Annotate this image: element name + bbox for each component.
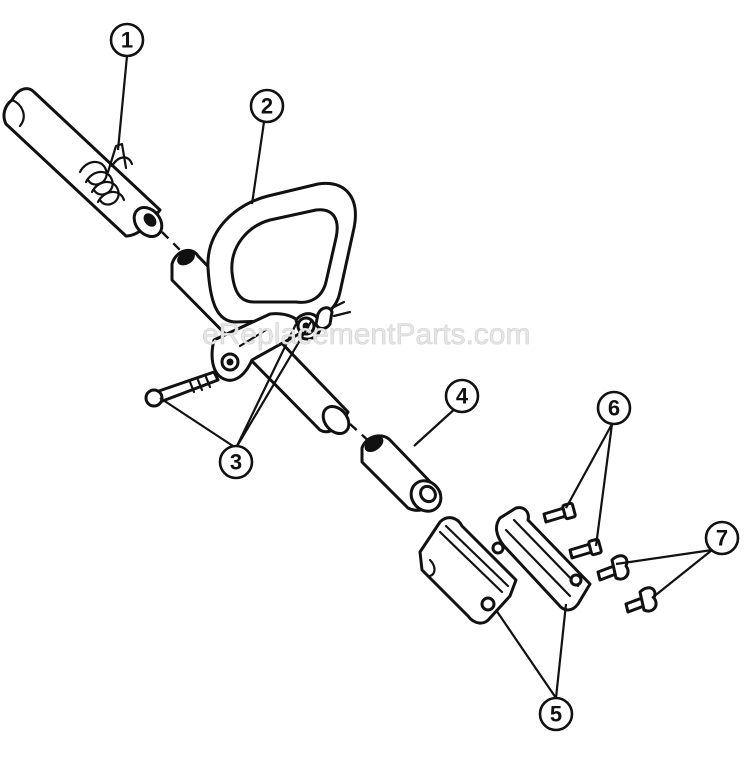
callout-3-label: 3 xyxy=(230,450,242,475)
assembly-line-upper xyxy=(161,231,183,253)
leader-lines xyxy=(116,55,713,699)
callout-7: 7 xyxy=(704,520,740,556)
wing-nuts-part-7 xyxy=(596,554,658,614)
callout-7-label: 7 xyxy=(716,526,728,551)
callout-5: 5 xyxy=(538,696,574,732)
callout-4: 4 xyxy=(444,378,480,414)
callout-5-label: 5 xyxy=(550,702,562,727)
spring-coil xyxy=(78,142,134,206)
clamp-halves-part-5 xyxy=(418,506,592,625)
clamp-fasteners-part-3 xyxy=(144,300,352,408)
d-handle-part-2 xyxy=(170,181,357,435)
callout-6-label: 6 xyxy=(608,396,620,421)
callout-4-label: 4 xyxy=(456,384,469,409)
callout-2: 2 xyxy=(249,88,285,124)
callout-6: 6 xyxy=(596,390,632,426)
end-plug-part-4 xyxy=(360,434,443,513)
callout-1: 1 xyxy=(109,22,145,58)
callout-1-label: 1 xyxy=(121,28,133,53)
watermark-text: eReplacementParts.com xyxy=(202,318,530,351)
upper-shaft-part-1 xyxy=(2,87,164,238)
callout-3: 3 xyxy=(218,444,254,480)
callout-2-label: 2 xyxy=(261,94,273,119)
